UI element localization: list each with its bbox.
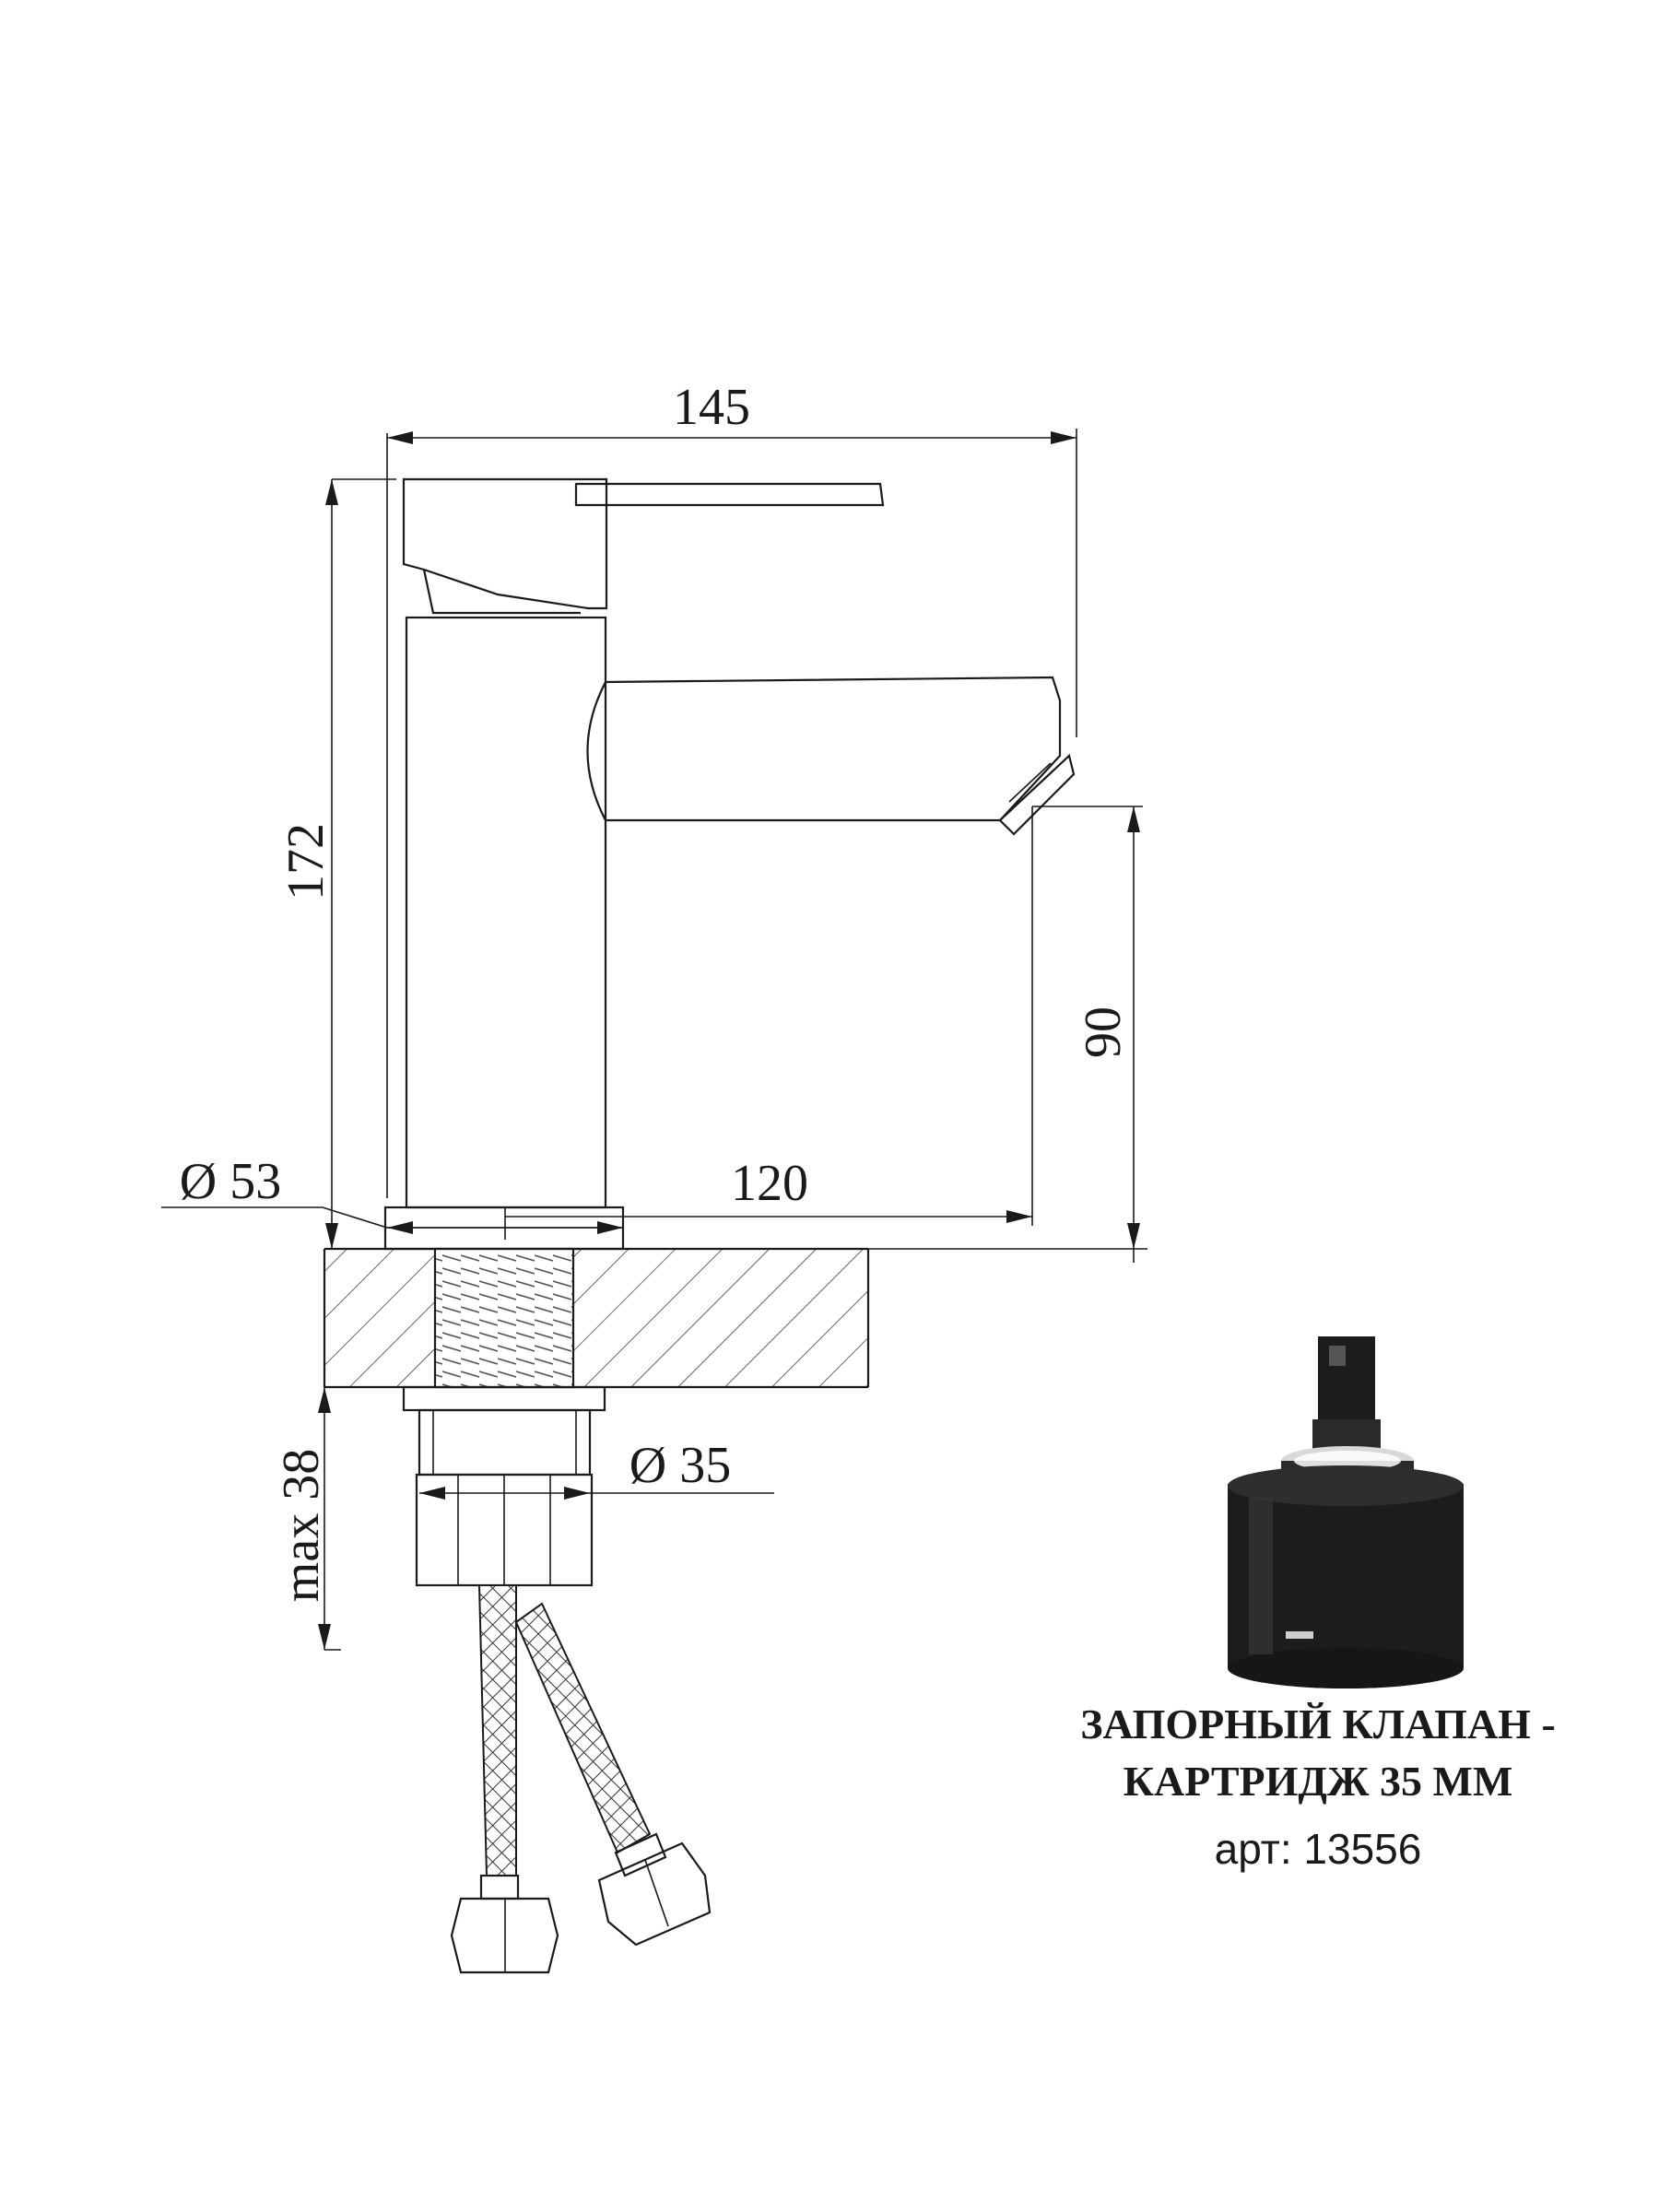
caption-line-2: КАРТРИДЖ 35 ММ xyxy=(1123,1758,1513,1805)
dim-width-total: 145 xyxy=(673,379,750,436)
dim-height-total: 172 xyxy=(277,823,335,900)
flexible-hoses xyxy=(450,1584,712,1974)
dim-max-thickness: max 38 xyxy=(273,1449,330,1602)
dim-spout-height: 90 xyxy=(1075,1006,1132,1058)
dim-thread-diameter: Ø 35 xyxy=(629,1437,731,1494)
dim-base-diameter: Ø 53 xyxy=(180,1153,281,1210)
countertop-section xyxy=(323,1247,870,1389)
caption-line-1: ЗАПОРНЫЙ КЛАПАН - xyxy=(1080,1700,1556,1747)
faucet-body xyxy=(383,477,1076,1251)
cartridge-caption: ЗАПОРНЫЙ КЛАПАН - КАРТРИДЖ 35 ММ арт: 13… xyxy=(1041,1696,1594,1882)
mounting-nut xyxy=(402,1385,606,1587)
cartridge-image xyxy=(1228,1336,1464,1688)
dimension-lines xyxy=(161,429,1147,1651)
dim-spout-reach: 120 xyxy=(731,1155,808,1212)
caption-article: арт: 13556 xyxy=(1214,1825,1422,1873)
